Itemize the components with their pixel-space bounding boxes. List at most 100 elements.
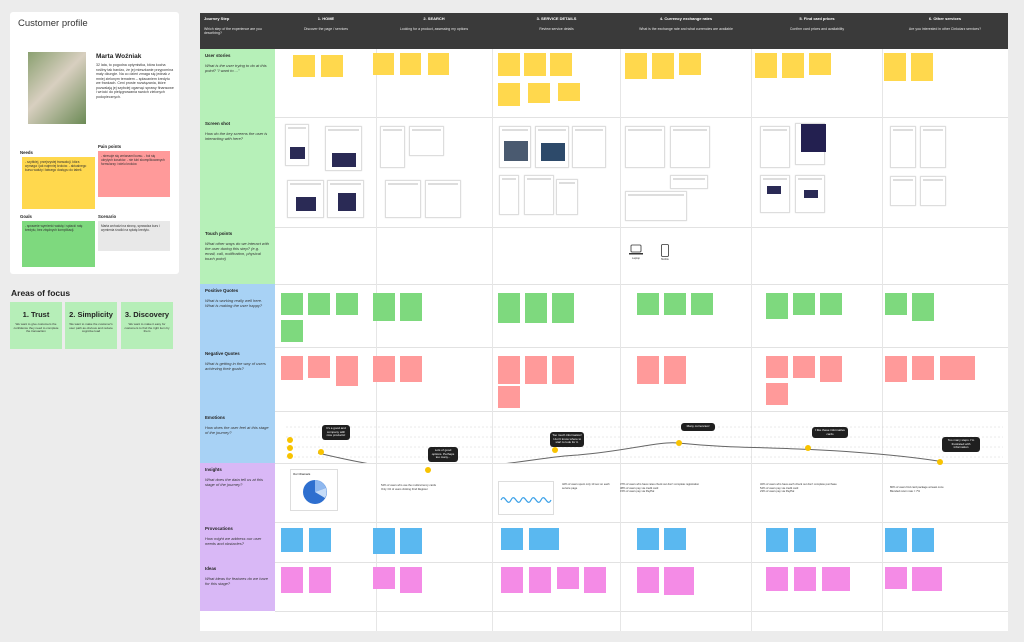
screenshot-thumbnail[interactable] [890,176,916,206]
sticky-note [664,356,686,384]
screenshot-thumbnail[interactable] [425,180,461,218]
sticky-note [766,383,788,405]
screenshot-thumbnail[interactable] [524,175,554,215]
row-title: Provocations [205,526,233,531]
screenshot-thumbnail[interactable] [795,123,826,165]
step-sub: Discover the page / services [304,27,348,31]
screenshot-thumbnail[interactable] [890,126,916,168]
row-desc: What other ways do we interact with the … [205,241,270,261]
screenshot-thumbnail[interactable] [409,126,444,156]
sticky-note [525,356,547,384]
screenshot-thumbnail[interactable] [670,126,710,168]
sticky-note [793,356,815,378]
row-label-negative-quotes: Negative Quotes What is getting in the w… [200,347,275,411]
row-divider [275,611,1008,612]
sticky-note [293,55,315,77]
step-sub: Review service details [539,27,574,31]
row-title: User stories [205,53,231,58]
screenshot-thumbnail[interactable] [385,180,421,218]
screenshot-thumbnail[interactable] [625,191,687,221]
pain-points-note: - stresuje się zmianami kursu. - boi się… [98,151,170,197]
sticky-note [498,356,520,384]
screenshot-thumbnail[interactable] [535,126,569,168]
areas-of-focus-title: Areas of focus [11,288,71,298]
insight-chart-card: Our Channels [290,469,338,511]
sticky-note [400,356,422,382]
sticky-note [309,528,331,552]
screenshot-thumbnail[interactable] [920,126,946,168]
focus-trust: 1. Trust We want to give customers the c… [10,302,62,349]
sticky-note [664,528,686,550]
row-divider [275,284,1008,285]
step-name: 3. SERVICE DETAILS [536,16,577,21]
emotion-curve-chart [286,426,1003,463]
screenshot-thumbnail[interactable] [760,126,790,168]
row-label-user-stories: User stories What is the user trying to … [200,49,275,117]
screenshot-thumbnail[interactable] [760,175,790,213]
row-title: Negative Quotes [205,351,240,356]
row-divider [275,347,1008,348]
insight-text: 42% of users spent only 10 sec on each s… [562,483,610,490]
sticky-note [691,293,713,315]
profile-title: Customer profile [18,18,88,29]
pain-points-label: Pain points [98,144,122,149]
row-desc: What is working really well here. What i… [205,298,263,308]
screenshot-thumbnail[interactable] [327,180,364,218]
persona-photo [28,52,86,124]
screenshot-thumbnail[interactable] [670,175,708,189]
sticky-note [281,567,303,593]
screenshot-thumbnail[interactable] [920,176,946,206]
pie-slice [315,488,327,498]
screenshot-thumbnail[interactable] [795,175,825,213]
row-desc: What is getting in the way of users achi… [205,361,266,371]
row-desc: What is the user trying to do at this po… [205,63,267,73]
screenshot-thumbnail[interactable] [556,179,578,215]
customer-profile-card: Customer profile Marta Woźniak 32 lata, … [10,12,179,274]
screenshot-thumbnail[interactable] [499,175,519,215]
sticky-note [321,55,343,77]
sticky-note [336,356,358,386]
sticky-note [373,356,395,382]
screenshot-thumbnail[interactable] [285,124,309,166]
screenshot-thumbnail[interactable] [499,126,531,168]
step-header-search: 2. SEARCH Looking for a product, assessi… [378,16,490,31]
sticky-note [501,567,523,593]
step-header-other-services: 6. Other services Are you interested in … [884,16,1006,31]
row-title: Insights [205,467,222,472]
sticky-note [820,356,842,382]
sticky-note [400,528,422,554]
touchpoint-label: Mobile [661,258,669,261]
sticky-note [911,53,933,81]
step-sub: Looking for a product, assessing my opti… [399,27,469,31]
screenshot-thumbnail[interactable] [572,126,606,168]
focus-discovery: 3. Discovery We want to make it easy for… [121,302,173,349]
row-label-insights: Insights What does the data tell us at t… [200,463,275,522]
sticky-note [552,293,574,323]
emotion-line [317,442,939,463]
focus-label: 1. Trust [22,310,50,319]
journey-step-label: Journey Step [204,16,230,21]
focus-desc: We want to make the customer's user path… [69,322,113,334]
sticky-note [637,293,659,315]
sticky-note [912,567,942,591]
sticky-note [794,567,816,591]
screenshot-thumbnail[interactable] [325,126,362,171]
sticky-note [766,567,788,591]
row-desc: How do the key screens the user is inter… [205,131,268,141]
screenshot-thumbnail[interactable] [287,180,324,218]
sticky-note [637,356,659,384]
emotion-bubble: Too many steps. I'm frustrated with info… [942,437,980,452]
insight-text: 37% of users who have rates check out do… [620,483,700,494]
screenshot-thumbnail[interactable] [625,126,665,168]
emotion-point [425,467,431,473]
sticky-note [498,53,520,76]
focus-label: 3. Discovery [124,310,170,319]
sticky-note [529,567,551,593]
insight-line-chart [498,481,554,515]
screenshot-thumbnail[interactable] [380,126,405,168]
sticky-note [308,356,330,378]
row-desc: How might we address our user needs and … [205,536,262,546]
goals-label: Goals [20,214,32,219]
sticky-note [766,356,788,378]
step-name: 2. SEARCH [423,16,445,21]
